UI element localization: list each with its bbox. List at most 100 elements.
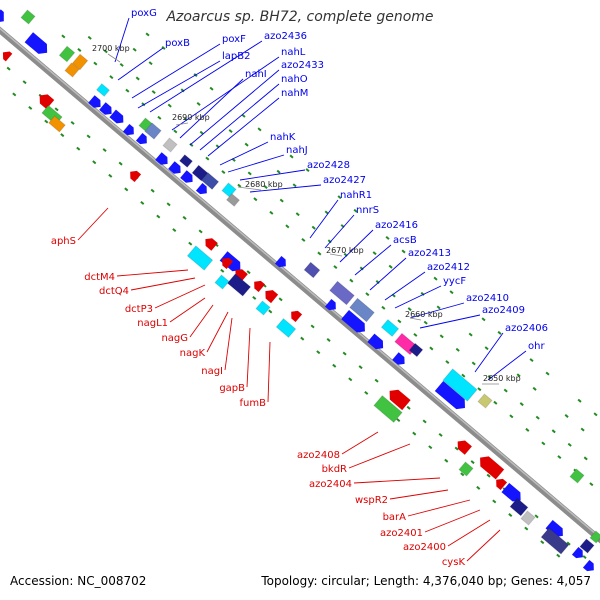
gene-feature-block [162, 137, 178, 153]
tick-mark [268, 309, 273, 314]
tick-mark [516, 373, 521, 378]
tick-mark [476, 485, 481, 490]
reverse-gene-label[interactable]: wspR2 [355, 495, 388, 506]
tick-mark [132, 47, 137, 52]
reverse-gene-label[interactable]: dctM4 [84, 272, 115, 283]
forward-gene-label[interactable]: ohr [528, 341, 545, 352]
gene-feature-block [39, 94, 55, 110]
reverse-gene-label[interactable]: cysK [442, 557, 466, 568]
tick-mark [428, 445, 433, 450]
forward-gene-label[interactable]: azo2433 [281, 60, 324, 71]
gene-feature-block [130, 170, 142, 183]
tick-mark [301, 237, 306, 242]
genes-label: Genes: 4,057 [510, 574, 591, 588]
reverse-gene-label[interactable]: bkdR [322, 464, 347, 475]
forward-gene-leader [354, 244, 392, 276]
tick-mark [188, 241, 193, 246]
tick-mark [564, 414, 569, 418]
tick-mark [156, 214, 161, 219]
reverse-label-lines [77, 207, 501, 562]
reverse-gene-label[interactable]: nagL1 [137, 318, 168, 329]
scale-label: 2690 kbp [172, 113, 210, 122]
forward-gene-label[interactable]: azo2416 [375, 220, 418, 231]
forward-gene-label[interactable]: azo2428 [307, 160, 350, 171]
tick-mark [364, 390, 369, 395]
reverse-gene-leader [466, 529, 501, 562]
tick-mark [508, 513, 513, 517]
forward-gene-label[interactable]: lapB2 [222, 51, 250, 62]
forward-gene-label[interactable]: nnrS [356, 205, 379, 216]
tick-mark [87, 35, 92, 40]
gene-feature-block [144, 122, 162, 140]
tick-mark [381, 305, 386, 310]
reverse-gene-label[interactable]: dctQ4 [99, 286, 129, 297]
gene-feature-block [545, 519, 563, 537]
scale-label: 2680 kbp [245, 180, 283, 189]
forward-gene-label[interactable]: poxF [222, 34, 246, 45]
forward-gene-label[interactable]: azo2436 [264, 31, 307, 42]
forward-gene-leader [137, 60, 221, 109]
reverse-gene-leader [189, 304, 214, 338]
forward-gene-label[interactable]: nahK [270, 132, 296, 143]
reverse-gene-label[interactable]: azo2408 [297, 450, 340, 461]
tick-mark [397, 319, 402, 324]
forward-gene-label[interactable]: yycF [443, 276, 466, 287]
reverse-gene-label[interactable]: nagG [161, 333, 188, 344]
gene-feature-block [71, 53, 89, 71]
forward-gene-label[interactable]: nahM [281, 88, 308, 99]
forward-gene-label[interactable]: nahJ [286, 145, 308, 156]
reverse-gene-label[interactable]: nagK [180, 348, 206, 359]
reverse-gene-leader [341, 431, 379, 455]
reverse-gene-leader [246, 327, 251, 388]
tick-mark [145, 32, 150, 37]
reverse-gene-label[interactable]: barA [383, 512, 407, 523]
forward-gene-label[interactable]: nahL [281, 47, 306, 58]
forward-gene-label[interactable]: nahR1 [340, 190, 372, 201]
tick-mark [70, 120, 75, 125]
gene-feature-block [222, 257, 234, 270]
tick-mark [278, 297, 283, 302]
gene-feature-block [341, 310, 365, 333]
reverse-gene-label[interactable]: azo2400 [403, 542, 446, 553]
forward-gene-label[interactable]: azo2413 [408, 248, 451, 259]
forward-gene-leader [384, 271, 426, 301]
forward-gene-label[interactable]: nahI [245, 69, 267, 80]
forward-gene-label[interactable]: azo2410 [466, 293, 509, 304]
reverse-gene-label[interactable]: azo2401 [380, 528, 423, 539]
tick-mark [103, 49, 108, 54]
genome-stats: Topology: circular; Length: 4,376,040 bp… [261, 574, 591, 588]
forward-gene-label[interactable]: azo2427 [323, 175, 366, 186]
gene-feature-block [168, 161, 181, 174]
tick-mark [241, 113, 246, 118]
tick-mark [205, 156, 210, 161]
gene-feature-block [477, 393, 493, 409]
forward-gene-label[interactable]: azo2412 [427, 262, 470, 273]
forward-gene-label[interactable]: poxB [165, 38, 190, 49]
genome-backbone-highlight [0, 27, 600, 539]
reverse-gene-label[interactable]: fumB [240, 398, 267, 409]
tick-mark [374, 378, 379, 383]
reverse-gene-label[interactable]: azo2404 [309, 479, 352, 490]
forward-gene-leader [419, 314, 481, 329]
tick-mark [135, 76, 140, 81]
tick-mark [445, 360, 450, 365]
forward-gene-label[interactable]: nahO [281, 74, 308, 85]
reverse-gene-leader [389, 489, 449, 500]
tick-mark [481, 317, 486, 322]
forward-gene-label[interactable]: poxG [131, 8, 157, 19]
tick-mark [567, 442, 572, 447]
tick-mark [253, 197, 258, 202]
forward-gene-label[interactable]: azo2409 [482, 305, 525, 316]
gene-feature-block [329, 280, 355, 306]
reverse-gene-label[interactable]: nagI [201, 366, 223, 377]
reverse-gene-label[interactable]: gapB [219, 383, 245, 394]
tick-mark [161, 46, 166, 50]
accession-label: Accession: NC_008702 [10, 574, 147, 588]
tick-mark [353, 208, 358, 213]
forward-gene-label[interactable]: azo2406 [505, 323, 548, 334]
gene-feature-block [180, 170, 193, 183]
tick-mark [583, 456, 588, 461]
reverse-gene-label[interactable]: dctP3 [125, 304, 153, 315]
forward-gene-label[interactable]: acsB [393, 235, 417, 246]
reverse-gene-label[interactable]: aphS [51, 236, 76, 247]
